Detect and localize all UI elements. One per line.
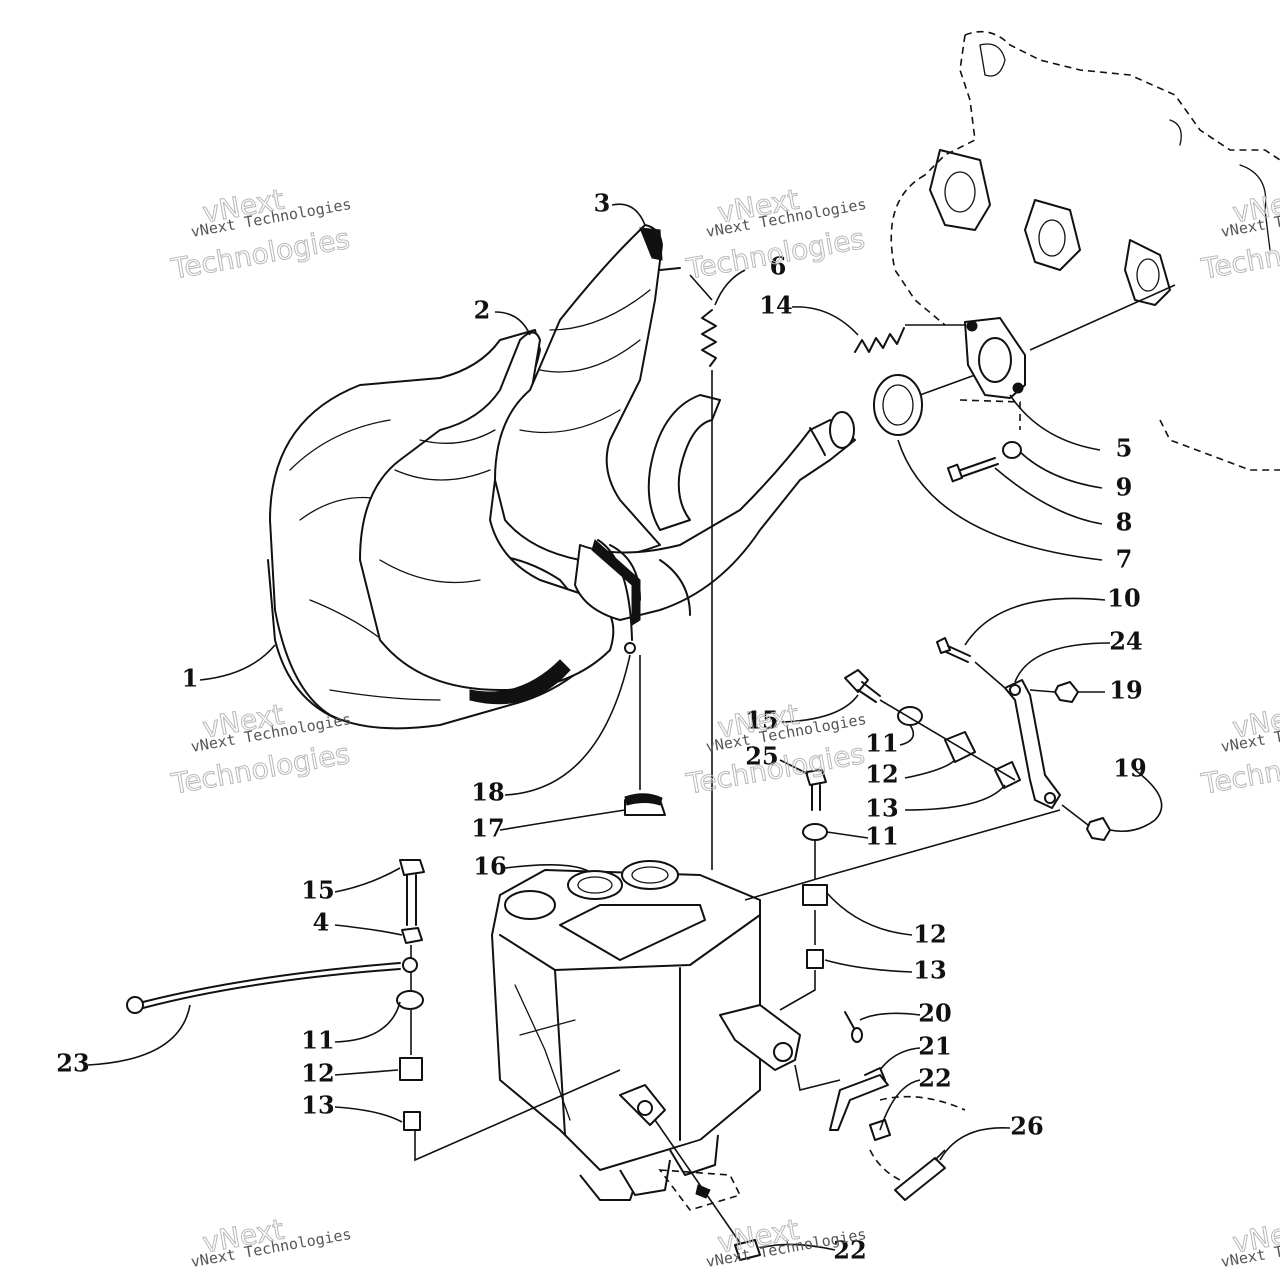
mount-line-right — [744, 809, 1061, 901]
watermark-tc: vNext vNext Technologies Technologies — [683, 182, 868, 286]
callout-11-centre: 11 — [865, 822, 898, 851]
mount-bracket — [1004, 679, 1061, 809]
callout-19-upper: 19 — [1109, 676, 1142, 705]
header-pipe — [574, 394, 856, 626]
callout-22-right: 22 — [918, 1064, 951, 1093]
callout-22-bottom: 22 — [833, 1236, 866, 1265]
mount-line-tab — [779, 970, 816, 1011]
callout-10: 10 — [1107, 584, 1140, 613]
callout-13-left: 13 — [301, 1091, 334, 1120]
watermark-br: vNext vNext Technologies — [1219, 1212, 1280, 1271]
callout-12-right: 12 — [865, 760, 898, 789]
callout-19-lower: 19 — [1113, 754, 1146, 783]
callout-20: 20 — [918, 999, 951, 1028]
callout-labels: 1 2 3 4 5 6 7 8 9 10 11 11 11 12 12 12 1… — [56, 189, 1146, 1265]
watermark-tr: vNext vNext Technologies Technologies — [1198, 182, 1280, 286]
callout-26: 26 — [1010, 1112, 1043, 1141]
watermark-mc: vNext vNext Technologies Technologies — [683, 697, 868, 801]
callout-6: 6 — [770, 252, 787, 281]
engine-block-outline — [890, 30, 1280, 471]
washer-centre — [802, 823, 828, 841]
callout-11-right: 11 — [865, 729, 898, 758]
alignment-line-upper — [1029, 284, 1176, 351]
callout-9: 9 — [1116, 473, 1133, 502]
ground-strap — [126, 957, 418, 1014]
expansion-chamber-front — [359, 331, 615, 705]
mount-line-lower — [654, 1119, 746, 1251]
watermark-bl: vNext vNext Technologies — [189, 1212, 352, 1271]
flange-washer — [1002, 441, 1022, 459]
callout-1: 1 — [182, 664, 199, 693]
callout-12-left: 12 — [301, 1059, 334, 1088]
sleeve-centre — [806, 949, 824, 969]
callout-2: 2 — [474, 296, 491, 325]
callout-24: 24 — [1109, 627, 1142, 656]
mount-bolt-centre — [805, 769, 827, 811]
callout-4: 4 — [313, 908, 330, 937]
retaining-clip — [597, 539, 636, 654]
callout-3: 3 — [594, 189, 611, 218]
callout-7: 7 — [1116, 545, 1133, 574]
flange-bolt — [946, 457, 999, 483]
mount-bolt-left — [399, 859, 425, 926]
bracket-clip — [829, 1067, 889, 1131]
callout-18: 18 — [471, 778, 504, 807]
callout-13-centre: 13 — [913, 956, 946, 985]
washer-left — [396, 990, 424, 1010]
callout-14: 14 — [759, 291, 792, 320]
bushing-centre — [802, 884, 828, 906]
callout-8: 8 — [1116, 508, 1133, 537]
exhaust-flange — [964, 317, 1026, 399]
callout-15-right: 15 — [745, 706, 778, 735]
rubber-pad — [894, 1149, 946, 1201]
callout-21: 21 — [918, 1032, 951, 1061]
lower-clip — [658, 1169, 761, 1261]
nut-lower — [1086, 817, 1111, 841]
exhaust-spring-upper — [854, 324, 965, 353]
nut-left — [401, 927, 423, 944]
exhaust-gasket — [873, 374, 923, 436]
callout-16: 16 — [473, 852, 506, 881]
bracket-bolt — [936, 637, 1006, 689]
bushing-left — [399, 1057, 423, 1081]
callout-23: 23 — [56, 1049, 89, 1078]
callout-13-right: 13 — [865, 794, 898, 823]
callout-25: 25 — [745, 742, 778, 771]
watermark-mr: vNext vNext Technologies Technologies — [1198, 697, 1280, 801]
mount-line-bracket — [794, 1064, 841, 1091]
cotter-pin — [844, 1011, 863, 1043]
callout-12-centre: 12 — [913, 920, 946, 949]
muffler — [491, 860, 801, 1201]
callout-11-left: 11 — [301, 1026, 334, 1055]
callout-leaders — [87, 203, 1163, 1251]
callout-15-left: 15 — [301, 876, 334, 905]
alignment-line-mid — [919, 374, 976, 396]
nut-upper — [1054, 681, 1079, 703]
sleeve-left — [403, 1111, 421, 1131]
support-bracket — [869, 1095, 966, 1181]
watermark-tl: vNext vNext Technologies Technologies — [168, 182, 353, 286]
exhaust-spring-vertical — [689, 274, 717, 870]
mount-bolt-right — [844, 669, 881, 703]
callout-5: 5 — [1116, 434, 1133, 463]
grommet — [624, 655, 666, 816]
callout-17: 17 — [471, 814, 504, 843]
